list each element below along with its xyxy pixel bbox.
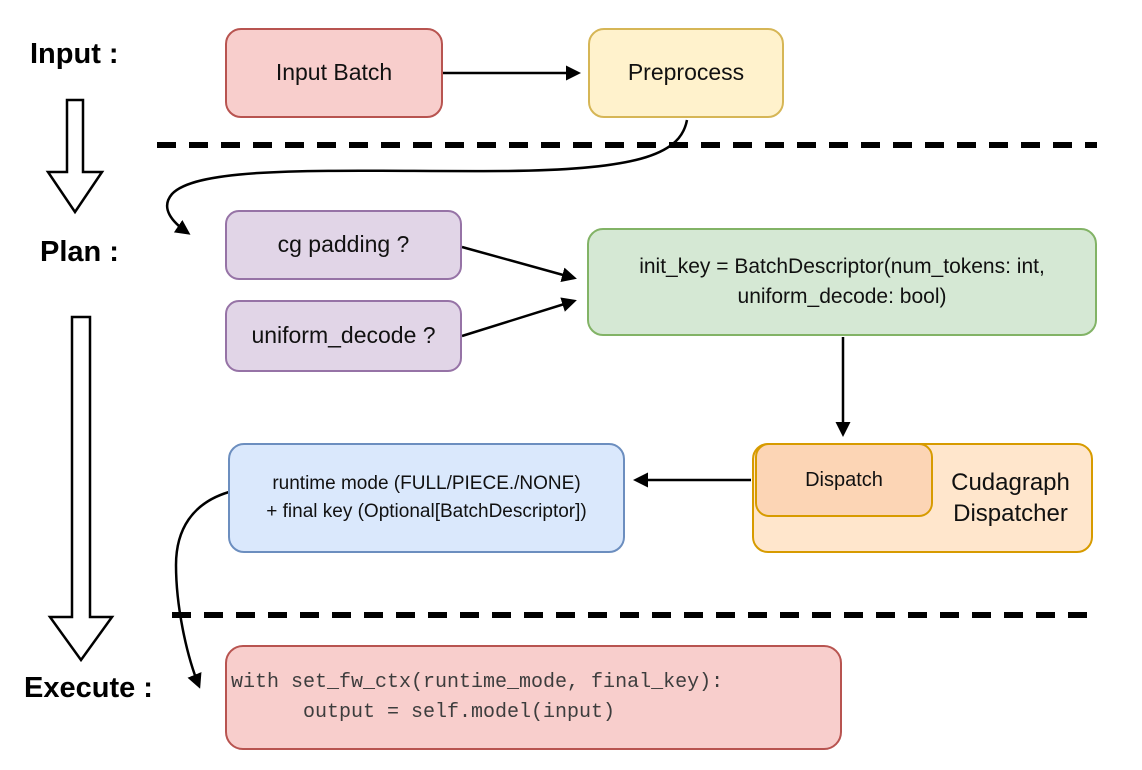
node-input-batch-label: Input Batch — [275, 59, 393, 86]
node-preprocess-label: Preprocess — [627, 59, 745, 86]
node-dispatch: Dispatch — [755, 443, 933, 517]
node-preprocess: Preprocess — [588, 28, 784, 118]
node-cudagraph-line2: Dispatcher — [953, 500, 1068, 527]
down-arrow-input-to-plan-icon — [45, 98, 105, 215]
execute-code-line2: output = self.model(input) — [231, 700, 616, 724]
node-runtime-mode-line1: runtime mode (FULL/PIECE./NONE) — [272, 472, 581, 494]
node-uniform-decode: uniform_decode ? — [225, 300, 462, 372]
node-init-key-line1: init_key = BatchDescriptor(num_tokens: i… — [639, 254, 1045, 278]
node-dispatch-label: Dispatch — [805, 468, 883, 491]
node-uniform-decode-label: uniform_decode ? — [251, 322, 436, 349]
node-execute-code: with set_fw_ctx(runtime_mode, final_key)… — [225, 645, 842, 750]
stage-label-input: Input : — [30, 38, 119, 70]
execute-code-line1: with set_fw_ctx(runtime_mode, final_key)… — [231, 670, 724, 694]
arrow-uniformdecode-to-initkey — [461, 297, 577, 338]
node-cudagraph-line1: Cudagraph — [951, 468, 1070, 496]
down-arrow-plan-to-execute-icon — [47, 315, 115, 663]
node-input-batch: Input Batch — [225, 28, 443, 118]
arrow-cgpadding-to-initkey — [461, 245, 577, 283]
node-cg-padding: cg padding ? — [225, 210, 462, 280]
node-runtime-mode-line2: + final key (Optional[BatchDescriptor]) — [266, 501, 587, 522]
node-cg-padding-label: cg padding ? — [277, 231, 410, 258]
stage-label-execute: Execute : — [24, 672, 153, 704]
node-runtime-mode: runtime mode (FULL/PIECE./NONE) + final … — [228, 443, 625, 553]
node-cudagraph-dispatcher-label: Cudagraph Dispatcher — [934, 445, 1087, 551]
node-init-key: init_key = BatchDescriptor(num_tokens: i… — [587, 228, 1097, 336]
node-init-key-line2: uniform_decode: bool) — [737, 285, 947, 308]
curve-runtime-to-execute — [174, 490, 230, 689]
stage-label-plan: Plan : — [40, 236, 119, 268]
